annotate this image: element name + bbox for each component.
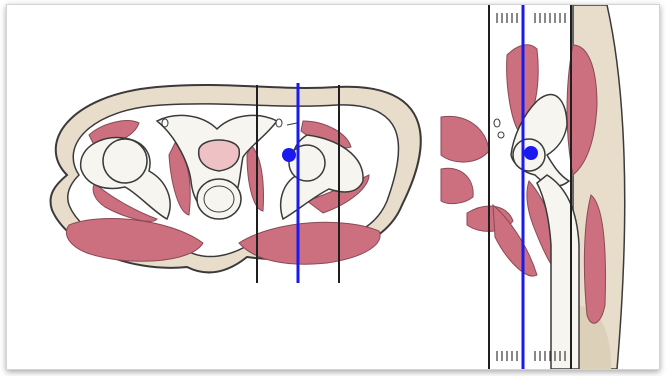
axial-vessel-left xyxy=(162,119,168,127)
anatomy-figure xyxy=(7,5,659,369)
sagittal-vessel-a xyxy=(494,119,500,127)
axial-marker-point xyxy=(282,148,296,162)
sagittal-vessel-b xyxy=(498,132,504,138)
axial-bladder xyxy=(199,140,240,171)
figure-frame xyxy=(6,4,660,370)
axial-femoral-head-right xyxy=(289,145,325,181)
sagittal-section xyxy=(441,5,625,369)
sagittal-marker-point xyxy=(524,146,538,160)
axial-section xyxy=(50,83,420,283)
axial-femoral-head-left xyxy=(103,139,147,183)
sagittal-organ-lower xyxy=(441,168,473,203)
axial-vessel-right-a xyxy=(276,119,282,127)
sagittal-organ-upper xyxy=(441,116,489,162)
